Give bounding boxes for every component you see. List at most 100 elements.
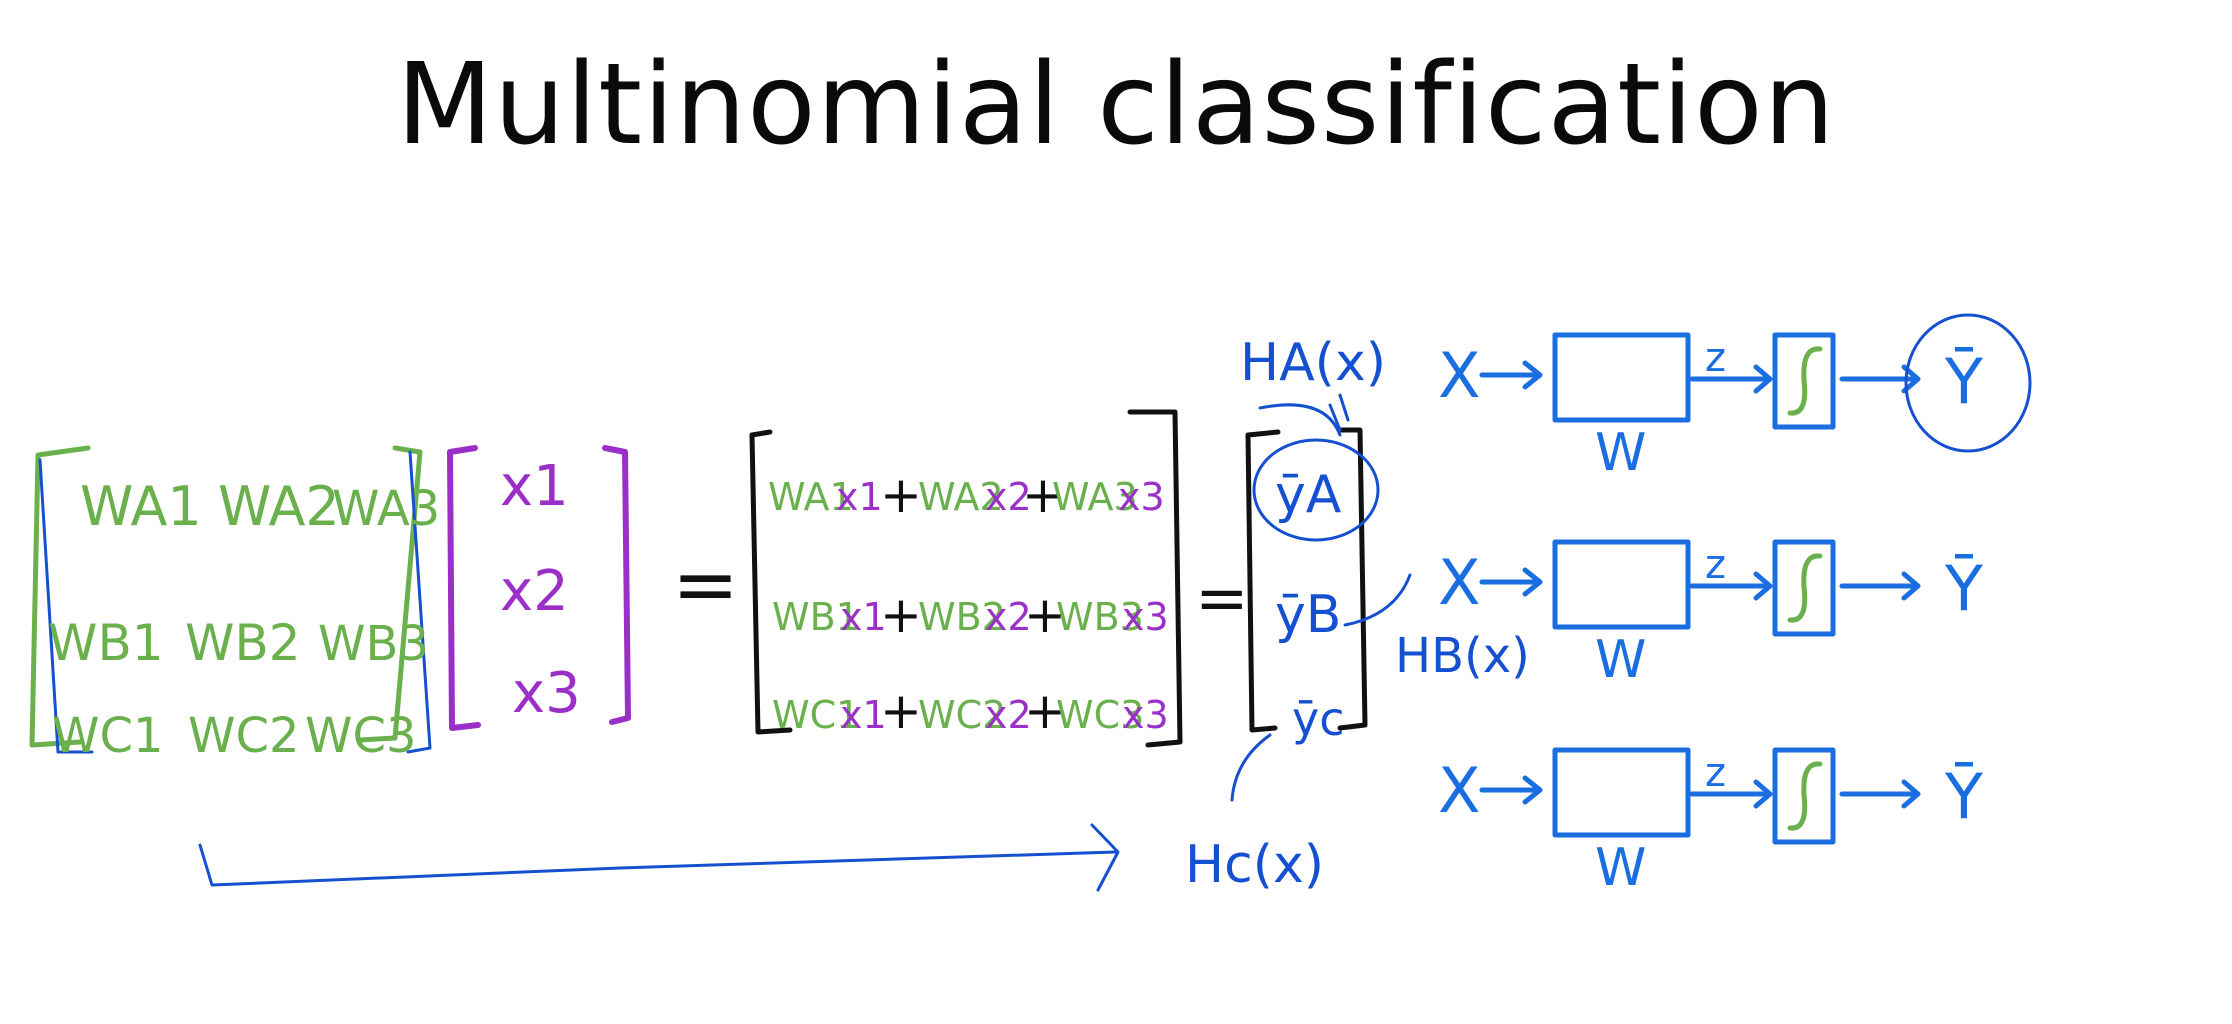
hypothesis-c-label: Hc(x) [1185,835,1324,895]
pipeline-1-arrow-in [1479,360,1543,390]
input-vector-left-bracket [447,445,481,731]
output-vector-right-bracket [1337,427,1368,731]
product-c-w3: WC3 [1056,693,1144,737]
pipeline-1-output-circle [1904,313,2032,453]
pipeline-1-weight-box [1552,332,1691,423]
product-a-x3: x3 [1118,475,1165,519]
product-a-x1: x1 [836,475,883,519]
pipeline-1-z-label: z [1705,335,1726,381]
weight-b2: WB2 [185,614,301,672]
pipeline-2-sigmoid-box [1772,539,1836,637]
product-b-w3: WB3 [1056,595,1144,639]
pipeline-2-arrow-in [1479,567,1543,597]
long-arrow-head [1090,823,1120,892]
long-arrow-line [198,843,1117,887]
weight-matrix-right-bracket [357,445,423,743]
weight-a1: WA1 [80,475,202,538]
pipeline-1-arrow-z [1689,364,1773,394]
product-a-w3: WA3 [1052,475,1138,519]
pipeline-3-arrow-in [1479,775,1543,805]
product-matrix-right-bracket [1127,409,1183,748]
pipeline-3-weight-box [1552,747,1691,838]
product-b-x1: x1 [840,595,887,639]
input-x2: x2 [500,559,569,624]
hypothesis-b-pointer [1343,573,1412,627]
hypothesis-a-pointer [1258,403,1342,437]
weight-c3: WC3 [305,708,417,764]
product-c-plus2: + [1024,682,1066,740]
weight-c1: WC1 [52,708,164,764]
input-x1: x1 [500,454,569,519]
pipeline-2-arrow-out [1839,571,1921,601]
output-ya: ȳA [1275,465,1342,525]
pipeline-2-input-x: X [1438,546,1480,619]
pipeline-2-sigmoid-curve [1787,553,1823,623]
weight-matrix-inner-stroke-left [38,458,94,754]
pipeline-1-output-y: Ȳ [1944,345,1983,418]
product-matrix-left-bracket [749,429,793,735]
pipeline-1-sigmoid-curve [1787,346,1823,416]
output-vector: ȳA ȳB ȳc [1245,427,1380,746]
pipeline-1-weight-label: W [1595,423,1646,483]
pipeline-3-sigmoid-curve [1787,761,1823,831]
product-a-w1: WA1 [768,475,854,519]
product-c-x2: x2 [985,693,1032,737]
pipeline-3-sigmoid-box [1772,747,1836,845]
pipeline-1: X Wz Ȳ [1438,313,2032,483]
pipeline-2-z-label: z [1705,542,1726,588]
pipeline-1-sigmoid-box [1772,332,1836,430]
weight-a2: WA2 [218,475,340,538]
product-a-plus2: + [1022,466,1064,524]
product-b-x2: x2 [985,595,1032,639]
pipeline-3: X Wz Ȳ [1438,747,1983,898]
pipeline-2-arrow-z [1689,571,1773,601]
output-yb: ȳB [1275,585,1341,645]
slide-title: Multinomial classification [396,40,1836,170]
weight-b1: WB1 [48,614,164,672]
pipeline-3-weight-label: W [1595,838,1646,898]
product-b-plus1: + [880,586,922,644]
pipeline-3-arrow-z [1689,779,1773,809]
product-c-x3: x3 [1122,693,1169,737]
input-vector: x1 x2 x3 [447,445,631,731]
weight-b3: WB3 [318,616,429,672]
input-vector-right-bracket [602,445,631,725]
product-b-w2: WB2 [918,595,1006,639]
hypothesis-labels: HA(x) HB(x) Hc(x) [198,333,1530,895]
product-c-w2: WC2 [918,693,1006,737]
weight-matrix: WA1 WA2 WA3 WB1 WB2 WB3 WC1 WC2 WC3 [29,445,440,764]
pipeline-2-weight-box [1552,539,1691,630]
product-b-w1: WB1 [772,595,860,639]
pipeline-2: X Wz Ȳ [1438,539,1983,690]
product-b-x3: x3 [1122,595,1169,639]
pipeline-3-output-y: Ȳ [1944,760,1983,833]
pipeline-1-input-x: X [1438,339,1480,412]
product-matrix: WA1 x1 + WA2 x2 + WA3 x3 WB1 x1 + WB2 x2… [749,409,1183,748]
product-b-plus2: + [1024,586,1066,644]
equals-sign-1: = [672,538,739,631]
hypothesis-a-label: HA(x) [1240,333,1386,393]
hypothesis-c-pointer [1230,733,1272,802]
weight-c2: WC2 [188,708,300,764]
output-vector-left-bracket [1245,429,1281,733]
pipeline-3-arrow-out [1839,779,1921,809]
equals-sign-2: = [1195,562,1249,636]
product-c-w1: WC1 [772,693,860,737]
pipeline-2-output-y: Ȳ [1944,552,1983,625]
product-c-x1: x1 [840,693,887,737]
input-x3: x3 [512,661,581,726]
product-c-plus1: + [880,682,922,740]
pipeline-2-weight-label: W [1595,630,1646,690]
output-yc: ȳc [1292,692,1345,746]
product-a-plus1: + [880,466,922,524]
product-a-w2: WA2 [918,475,1004,519]
weight-a3: WA3 [332,481,440,537]
pipeline-3-input-x: X [1438,754,1480,827]
hypothesis-b-label: HB(x) [1395,628,1530,684]
weight-matrix-inner-stroke-right [406,450,432,754]
pipeline-3-z-label: z [1705,750,1726,796]
product-a-x2: x2 [985,475,1032,519]
